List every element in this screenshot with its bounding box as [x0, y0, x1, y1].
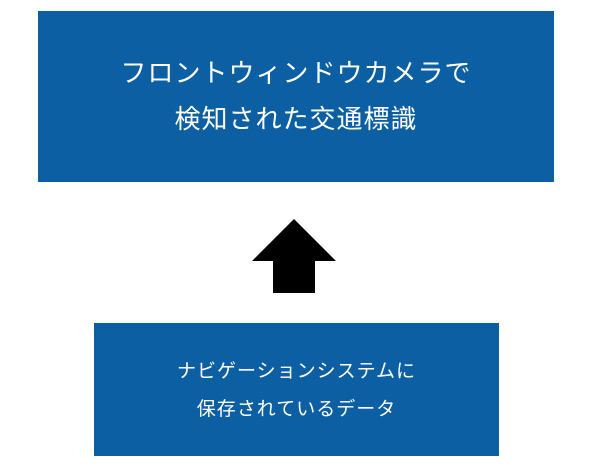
navigation-stored-data-line2: 保存されているデータ: [196, 397, 397, 420]
camera-detected-signs-line1: フロントウィンドウカメラで: [120, 58, 472, 89]
camera-detected-signs-box: フロントウィンドウカメラで 検知された交通標識: [38, 11, 554, 182]
navigation-stored-data-line1: ナビゲーションシステムに: [176, 359, 417, 382]
navigation-stored-data-box: ナビゲーションシステムに 保存されているデータ: [94, 323, 499, 456]
up-arrow-icon: [252, 219, 336, 293]
up-arrow-shape: [252, 219, 336, 293]
camera-detected-signs-line2: 検知された交通標識: [174, 104, 418, 135]
